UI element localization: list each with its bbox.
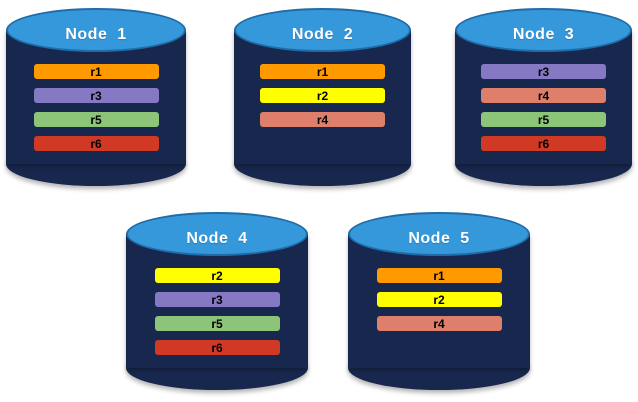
record-bar-r5[interactable]: r5	[481, 112, 606, 127]
cylinder-top	[234, 8, 411, 52]
record-bar-r5[interactable]: r5	[154, 316, 280, 331]
node-label: Node 2	[291, 26, 354, 43]
cylinder-top	[6, 8, 186, 52]
node-4[interactable]: Node 4 r2 r3 r5 r6	[126, 212, 308, 390]
record-list: r1 r3 r5 r6	[6, 64, 186, 151]
record-bar-r5[interactable]: r5	[33, 112, 159, 127]
record-bar-r3[interactable]: r3	[33, 88, 159, 103]
node-label: Node 1	[65, 26, 127, 43]
record-bar-r1[interactable]: r1	[376, 268, 502, 283]
node-5[interactable]: Node 5 r1 r2 r4	[348, 212, 530, 390]
record-bar-r2[interactable]: r2	[376, 292, 502, 307]
node-1[interactable]: Node 1 r1 r3 r5 r6	[6, 8, 186, 186]
record-bar-r2[interactable]: r2	[154, 268, 280, 283]
record-bar-r4[interactable]: r4	[481, 88, 606, 103]
record-list: r3 r4 r5 r6	[455, 64, 632, 151]
record-list: r1 r2 r4	[348, 268, 530, 331]
cylinder-top	[348, 212, 530, 256]
record-bar-r1[interactable]: r1	[260, 64, 385, 79]
record-list: r1 r2 r4	[234, 64, 411, 127]
node-label: Node 5	[408, 230, 470, 247]
record-bar-r6[interactable]: r6	[481, 136, 606, 151]
node-3[interactable]: Node 3 r3 r4 r5 r6	[455, 8, 632, 186]
node-label: Node 3	[512, 26, 575, 43]
record-bar-r3[interactable]: r3	[154, 292, 280, 307]
cylinder-top	[126, 212, 308, 256]
record-bar-r4[interactable]: r4	[260, 112, 385, 127]
record-bar-r4[interactable]: r4	[376, 316, 502, 331]
record-bar-r3[interactable]: r3	[481, 64, 606, 79]
cylinder-top	[455, 8, 632, 52]
record-bar-r2[interactable]: r2	[260, 88, 385, 103]
node-2[interactable]: Node 2 r1 r2 r4	[234, 8, 411, 186]
record-list: r2 r3 r5 r6	[126, 268, 308, 355]
record-bar-r6[interactable]: r6	[154, 340, 280, 355]
record-bar-r6[interactable]: r6	[33, 136, 159, 151]
record-bar-r1[interactable]: r1	[33, 64, 159, 79]
node-label: Node 4	[186, 230, 248, 247]
